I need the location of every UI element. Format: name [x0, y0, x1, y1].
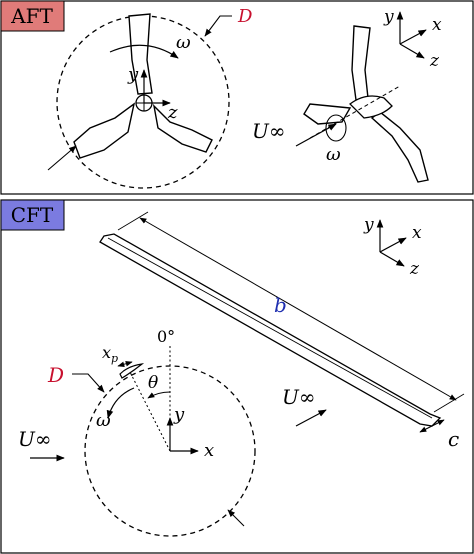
cft-blade: b c [99, 211, 465, 451]
cft-rotation-arrow [106, 387, 135, 419]
cft-flow-right: U∞ [282, 385, 327, 427]
cft-panel-frame [0, 199, 474, 554]
cft-theta-arc [147, 391, 171, 399]
cft-axis-triad: y x z [363, 215, 422, 279]
cft-center-x-label: x [204, 440, 214, 461]
aft-omega-left-label: ω [176, 32, 191, 53]
cft-U-inf-right-label: U∞ [282, 385, 316, 409]
cft-triad-x [379, 237, 407, 253]
cft-omega-label: ω [96, 410, 111, 431]
cft-center-y-label: y [173, 404, 185, 425]
aft-blade-right [152, 103, 213, 153]
aft-hub-y-label: y [127, 64, 139, 85]
cft-tag: CFT [0, 199, 65, 231]
cft-triad-z [379, 251, 405, 267]
cft-diameter-arrow [227, 509, 245, 527]
aft-D-leader [204, 15, 232, 37]
aft-rotor-diameter-circle [56, 15, 230, 189]
cft-blade-foil [119, 363, 145, 379]
aft-diameter-arrow [47, 145, 77, 171]
aft-U-inf-label: U∞ [252, 119, 286, 143]
cft-flow-arrow-right [295, 409, 327, 427]
cft-blade-radius [129, 371, 171, 452]
aft-oblique-blade-top [351, 25, 371, 101]
aft-triad-z [399, 43, 425, 59]
cft-xp-dimension [117, 361, 133, 367]
cft-theta-label: θ [148, 373, 158, 393]
aft-tag-label: AFT [10, 4, 53, 28]
cft-zero-deg-label: 0° [157, 327, 175, 346]
aft-oblique-blade-right [370, 111, 429, 183]
cft-span-dimension [139, 217, 457, 401]
cft-triad-x-label: x [412, 223, 422, 243]
cft-xp-main: x [102, 343, 111, 362]
cft-b-label: b [274, 293, 287, 317]
aft-blade-left [73, 102, 136, 159]
cft-blade-outline [99, 233, 442, 427]
cft-tag-box [0, 199, 65, 231]
aft-oblique-blade-left [303, 103, 352, 125]
aft-triad-x [399, 29, 427, 45]
aft-D-label: D [237, 6, 253, 27]
cft-flow-left: U∞ [18, 427, 65, 462]
aft-tag: AFT [0, 0, 65, 32]
cft-tag-label: CFT [11, 203, 54, 227]
aft-panel-frame [0, 0, 474, 195]
aft-oblique-nacelle [349, 95, 393, 119]
cft-span-dim-ext-top [117, 211, 149, 231]
aft-oblique-flow-arrow [295, 123, 337, 147]
aft-triad-y-label: y [383, 7, 394, 27]
aft-rotation-arrow [109, 44, 179, 59]
cft-rotor-top-view: 0° θ xp D ω y x [47, 327, 256, 537]
aft-omega-right-label: ω [326, 144, 341, 165]
cft-triad-z-label: z [409, 259, 420, 279]
aft-oblique-axis [309, 85, 401, 139]
aft-hub-z-label: z [167, 102, 178, 123]
aft-oblique-view: U∞ ω [252, 25, 429, 183]
cft-c-label: c [448, 427, 459, 451]
aft-triad-x-label: x [432, 15, 442, 35]
cft-U-inf-left-label: U∞ [18, 427, 52, 451]
aft-oblique-rotation-ellipse [325, 114, 347, 142]
aft-axis-triad: y x z [383, 7, 442, 71]
aft-front-view: y z ω D [47, 6, 253, 189]
cft-xp-sub: p [111, 352, 118, 365]
cft-chord-dimension [419, 419, 445, 433]
cft-D-label: D [47, 363, 64, 387]
aft-triad-z-label: z [429, 51, 440, 71]
cft-span-dim-ext-bot [433, 393, 465, 413]
cft-D-leader [72, 373, 105, 393]
aft-tag-box [0, 0, 65, 32]
cft-xp-label: xp [102, 343, 118, 365]
cft-triad-y-label: y [363, 215, 374, 235]
